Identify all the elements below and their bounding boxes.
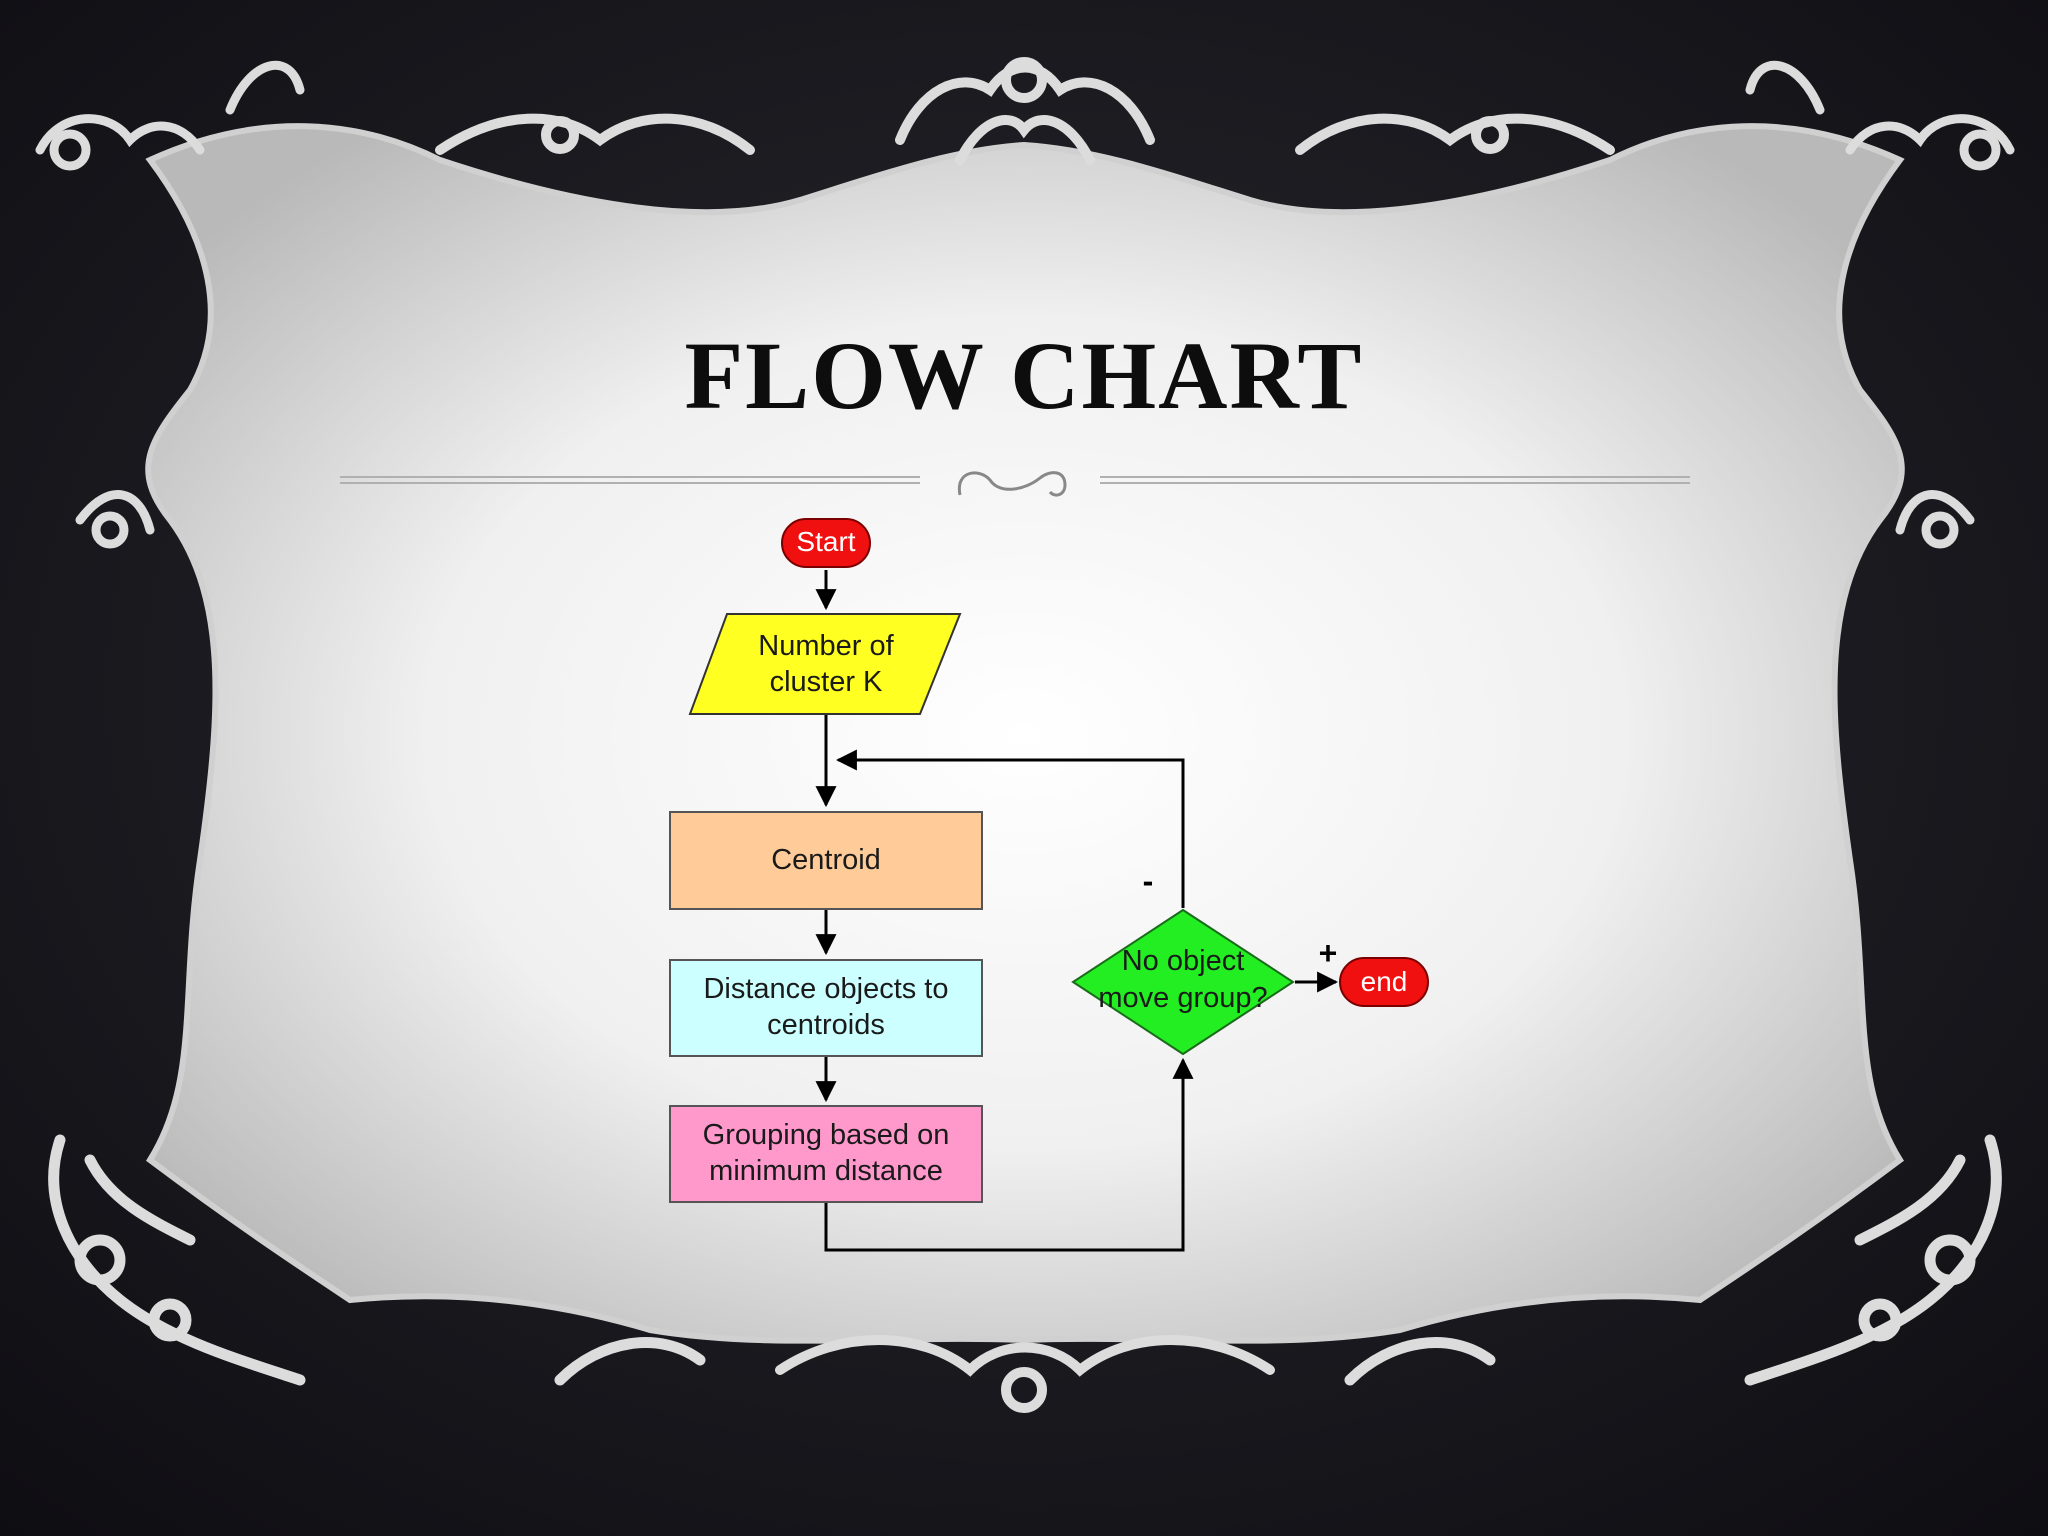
grouping-process-box xyxy=(669,1105,983,1203)
decision-diamond xyxy=(1071,908,1295,1056)
yes-branch-sign: + xyxy=(1319,935,1338,971)
flowchart: Start Number of cluster K Centroid Dista… xyxy=(669,518,1429,1252)
corner-ornament-bottom-left xyxy=(48,1134,706,1386)
corner-ornament-bottom-right xyxy=(1344,1134,2002,1386)
grouping-label-line2: minimum distance xyxy=(709,1155,943,1187)
input-label-line1: Number of xyxy=(758,630,894,662)
distance-label-line1: Distance objects to xyxy=(703,973,948,1005)
grouping-label-line1: Grouping based on xyxy=(703,1119,950,1151)
start-terminal xyxy=(781,518,871,568)
centroid-label: Centroid xyxy=(771,844,881,876)
end-label: end xyxy=(1361,966,1408,997)
decision-label-line2: move group? xyxy=(1098,982,1267,1014)
distance-process-box xyxy=(669,959,983,1057)
title-divider xyxy=(340,471,1690,497)
flow-connectors xyxy=(815,570,1339,1252)
centroid-process-box xyxy=(669,811,983,910)
slide-title: FLOW CHART xyxy=(684,322,1364,429)
distance-label-line2: centroids xyxy=(767,1009,885,1041)
ornate-frame-panel xyxy=(145,123,1905,1344)
input-label-line2: cluster K xyxy=(770,666,883,698)
start-label: Start xyxy=(796,526,855,557)
no-branch-sign: - xyxy=(1143,863,1154,899)
top-ornament xyxy=(435,57,1615,165)
corner-ornament-top-left xyxy=(35,60,305,549)
input-parallelogram xyxy=(688,613,962,715)
corner-ornament-top-right xyxy=(1745,60,2015,549)
end-terminal xyxy=(1339,957,1429,1007)
bottom-ornament xyxy=(775,1335,1275,1413)
decision-label-line1: No object xyxy=(1122,945,1245,977)
arrow-grouping-to-decision xyxy=(824,1057,1194,1252)
arrow-decision-loop-back xyxy=(835,749,1185,908)
